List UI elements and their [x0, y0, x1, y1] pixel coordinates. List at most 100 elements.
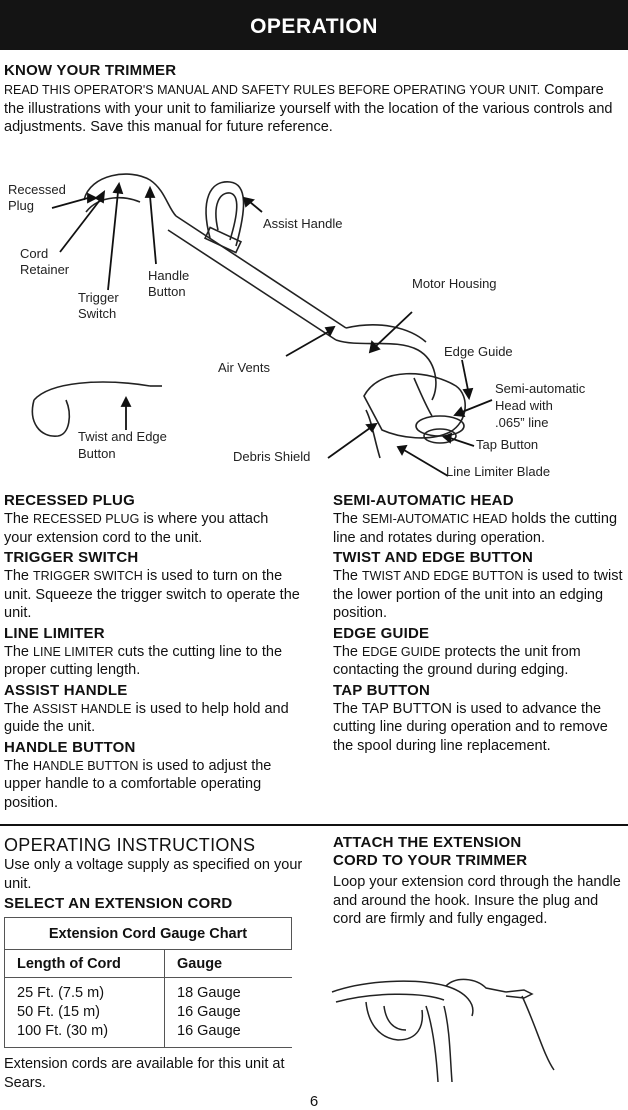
operating-heading: OPERATING INSTRUCTIONS — [4, 835, 256, 855]
text-pre: The — [333, 568, 363, 584]
left-parts-column: RECESSED PLUG The RECESSED PLUG is where… — [4, 492, 300, 812]
section-heading: TRIGGER SWITCH — [4, 549, 139, 566]
gauge-chart-table: Extension Cord Gauge Chart Length of Cor… — [4, 917, 292, 1048]
table-column-gauges: 18 Gauge 16 Gauge 16 Gauge — [164, 977, 292, 1048]
text-caps: RECESSED PLUG — [33, 512, 140, 526]
table-cell: 25 Ft. (7.5 m) — [17, 985, 105, 1001]
page-title: OPERATION — [250, 15, 378, 38]
attach-extension-cord-section: ATTACH THE EXTENSION CORD TO YOUR TRIMME… — [333, 834, 625, 929]
text-caps: HANDLE BUTTON — [33, 758, 139, 773]
intro-paragraph: READ THIS OPERATOR'S MANUAL AND SAFETY R… — [4, 81, 624, 137]
section-heading: SEMI-AUTOMATIC HEAD — [333, 492, 514, 509]
text-caps: LINE LIMITER — [33, 644, 114, 659]
section-divider — [0, 824, 628, 826]
section-text: The ASSIST HANDLE is used to help hold a… — [4, 700, 300, 737]
attach-text: Loop your extension cord through the han… — [333, 874, 621, 927]
section-heading: LINE LIMITER — [4, 624, 105, 642]
label-recessed-plug: Recessed Plug — [8, 182, 66, 213]
section-semi-automatic-head: SEMI-AUTOMATIC HEAD The SEMI-AUTOMATIC H… — [333, 492, 625, 547]
text-caps: EDGE GUIDE — [362, 644, 441, 659]
section-trigger-switch: TRIGGER SWITCH The TRIGGER SWITCH is use… — [4, 549, 300, 623]
section-heading: TWIST AND EDGE BUTTON — [333, 549, 534, 566]
label-line-limiter-blade: Line Limiter Blade — [446, 464, 551, 479]
extension-cord-note: Extension cords are available for this u… — [4, 1056, 285, 1091]
section-handle-button: HANDLE BUTTON The HANDLE BUTTON is used … — [4, 739, 300, 813]
section-heading: ASSIST HANDLE — [4, 681, 128, 699]
attach-heading-line1: ATTACH THE EXTENSION — [333, 834, 522, 851]
section-text: The LINE LIMITER cuts the cutting line t… — [4, 643, 300, 680]
text-post: is used to help hold and guide the unit. — [4, 700, 289, 736]
text-post: The TAP BUTTON is used to advance the cu… — [333, 700, 608, 754]
label-air-vents: Air Vents — [218, 360, 271, 375]
text-caps: ASSIST HANDLE — [33, 701, 132, 716]
table-cell: 18 Gauge — [177, 985, 241, 1001]
section-heading: HANDLE BUTTON — [4, 738, 136, 756]
section-text: The TRIGGER SWITCH is used to turn on th… — [4, 567, 300, 623]
section-heading: EDGE GUIDE — [333, 624, 430, 642]
text-pre: The — [4, 568, 34, 584]
text-post: is used to adjust the upper handle to a … — [4, 757, 272, 811]
right-parts-column: SEMI-AUTOMATIC HEAD The SEMI-AUTOMATIC H… — [333, 492, 625, 755]
motor-housing-shape — [335, 339, 437, 401]
shaft-shape — [167, 215, 347, 341]
text-post: is used to turn on the unit. Squeeze the… — [4, 568, 300, 621]
section-text: The TWIST AND EDGE BUTTON is used to twi… — [333, 567, 625, 623]
section-heading: RECESSED PLUG — [4, 492, 135, 509]
section-text: The EDGE GUIDE protects the unit from co… — [333, 643, 625, 680]
text-pre: The — [4, 757, 34, 774]
section-heading: TAP BUTTON — [333, 681, 431, 699]
text-post: is where you attach your extension cord … — [4, 511, 269, 546]
label-motor-housing: Motor Housing — [412, 276, 497, 291]
section-text: The HANDLE BUTTON is used to adjust the … — [4, 757, 300, 813]
section-text: The RECESSED PLUG is where you attach yo… — [4, 510, 300, 547]
text-pre: The — [4, 643, 34, 660]
section-line-limiter: LINE LIMITER The LINE LIMITER cuts the c… — [4, 625, 300, 680]
page-title-banner: OPERATION — [0, 0, 628, 50]
label-edge-guide: Edge Guide — [444, 344, 513, 359]
trimmer-illustration — [31, 173, 493, 477]
intro-heading: KNOW YOUR TRIMMER — [4, 62, 177, 79]
intro-lead: READ THIS OPERATOR'S MANUAL AND SAFETY R… — [4, 83, 541, 97]
section-text: The SEMI-AUTOMATIC HEAD holds the cuttin… — [333, 510, 625, 547]
text-caps: TWIST AND EDGE BUTTON — [362, 569, 524, 583]
intro-body: Compare the illustrations with your unit… — [4, 82, 613, 135]
text-pre: The — [333, 511, 363, 527]
table-cell: 50 Ft. (15 m) — [17, 1004, 100, 1020]
debris-shield-shape — [363, 372, 466, 439]
table-cell: 16 Gauge — [177, 1004, 241, 1020]
operating-instructions: OPERATING INSTRUCTIONS Use only a voltag… — [4, 834, 304, 1092]
trimmer-parts-figure: Recessed Plug Assist Handle Cord Retaine… — [0, 160, 628, 490]
table-rows: 25 Ft. (7.5 m) 50 Ft. (15 m) 100 Ft. (30… — [4, 977, 292, 1048]
section-twist-and-edge-button: TWIST AND EDGE BUTTON The TWIST AND EDGE… — [333, 549, 625, 623]
section-recessed-plug: RECESSED PLUG The RECESSED PLUG is where… — [4, 492, 300, 547]
text-post: protects the unit from contacting the gr… — [333, 643, 581, 679]
table-cell: 16 Gauge — [177, 1023, 241, 1039]
label-cord-retainer: Cord Retainer — [20, 246, 70, 277]
text-post: is used to twist the lower portion of th… — [333, 568, 623, 621]
section-assist-handle: ASSIST HANDLE The ASSIST HANDLE is used … — [4, 682, 300, 737]
text-caps: TRIGGER SWITCH — [33, 569, 143, 583]
label-semi-automatic-head: Semi-automatic Head with .065” line — [495, 381, 586, 430]
attach-heading-line2: CORD TO YOUR TRIMMER — [333, 852, 528, 869]
label-trigger-switch: Trigger Switch — [78, 290, 119, 321]
cord-attach-illustration — [331, 978, 555, 1083]
label-handle-button: Handle Button — [148, 268, 190, 299]
text-caps: SEMI-AUTOMATIC HEAD — [362, 512, 508, 526]
section-text: The TAP BUTTON is used to advance the cu… — [333, 700, 625, 756]
text-post: cuts the cutting line to the proper cutt… — [4, 643, 283, 679]
table-title: Extension Cord Gauge Chart — [4, 917, 292, 950]
table-header-length: Length of Cord — [4, 949, 165, 978]
label-debris-shield: Debris Shield — [233, 449, 311, 464]
label-twist-and-edge-button: Twist and Edge Button — [78, 429, 167, 461]
section-edge-guide: EDGE GUIDE The EDGE GUIDE protects the u… — [333, 625, 625, 680]
label-tap-button: Tap Button — [476, 437, 539, 452]
assist-handle-shape — [205, 181, 245, 247]
table-cell: 100 Ft. (30 m) — [17, 1023, 109, 1039]
text-pre: The — [4, 700, 34, 717]
operating-text: Use only a voltage supply as specified o… — [4, 857, 303, 892]
page-number: 6 — [309, 1093, 319, 1110]
text-post: holds the cutting line and rotates durin… — [333, 511, 618, 546]
upper-handle-shape — [83, 173, 177, 217]
select-cord-heading: SELECT AN EXTENSION CORD — [4, 895, 233, 912]
text-pre: The — [333, 643, 363, 660]
